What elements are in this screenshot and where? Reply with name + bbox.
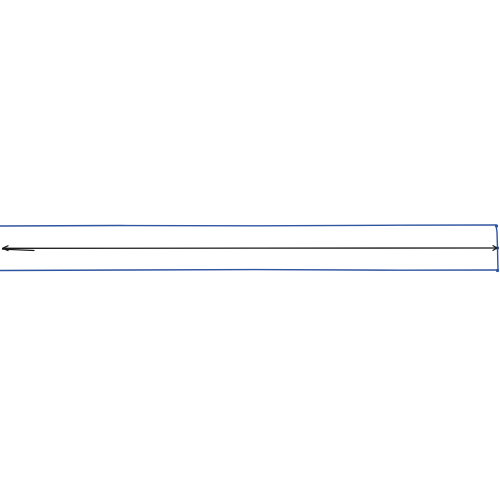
- band-corner-top: [494, 224, 499, 228]
- right-arrowhead-icon: [492, 245, 498, 251]
- left-arrowhead-icon: [1, 245, 35, 252]
- band-top-edge: [0, 224, 497, 227]
- band-bottom-edge: [0, 268, 498, 272]
- dimension-arrow: [1, 245, 498, 252]
- band-corner-bottom: [495, 268, 500, 273]
